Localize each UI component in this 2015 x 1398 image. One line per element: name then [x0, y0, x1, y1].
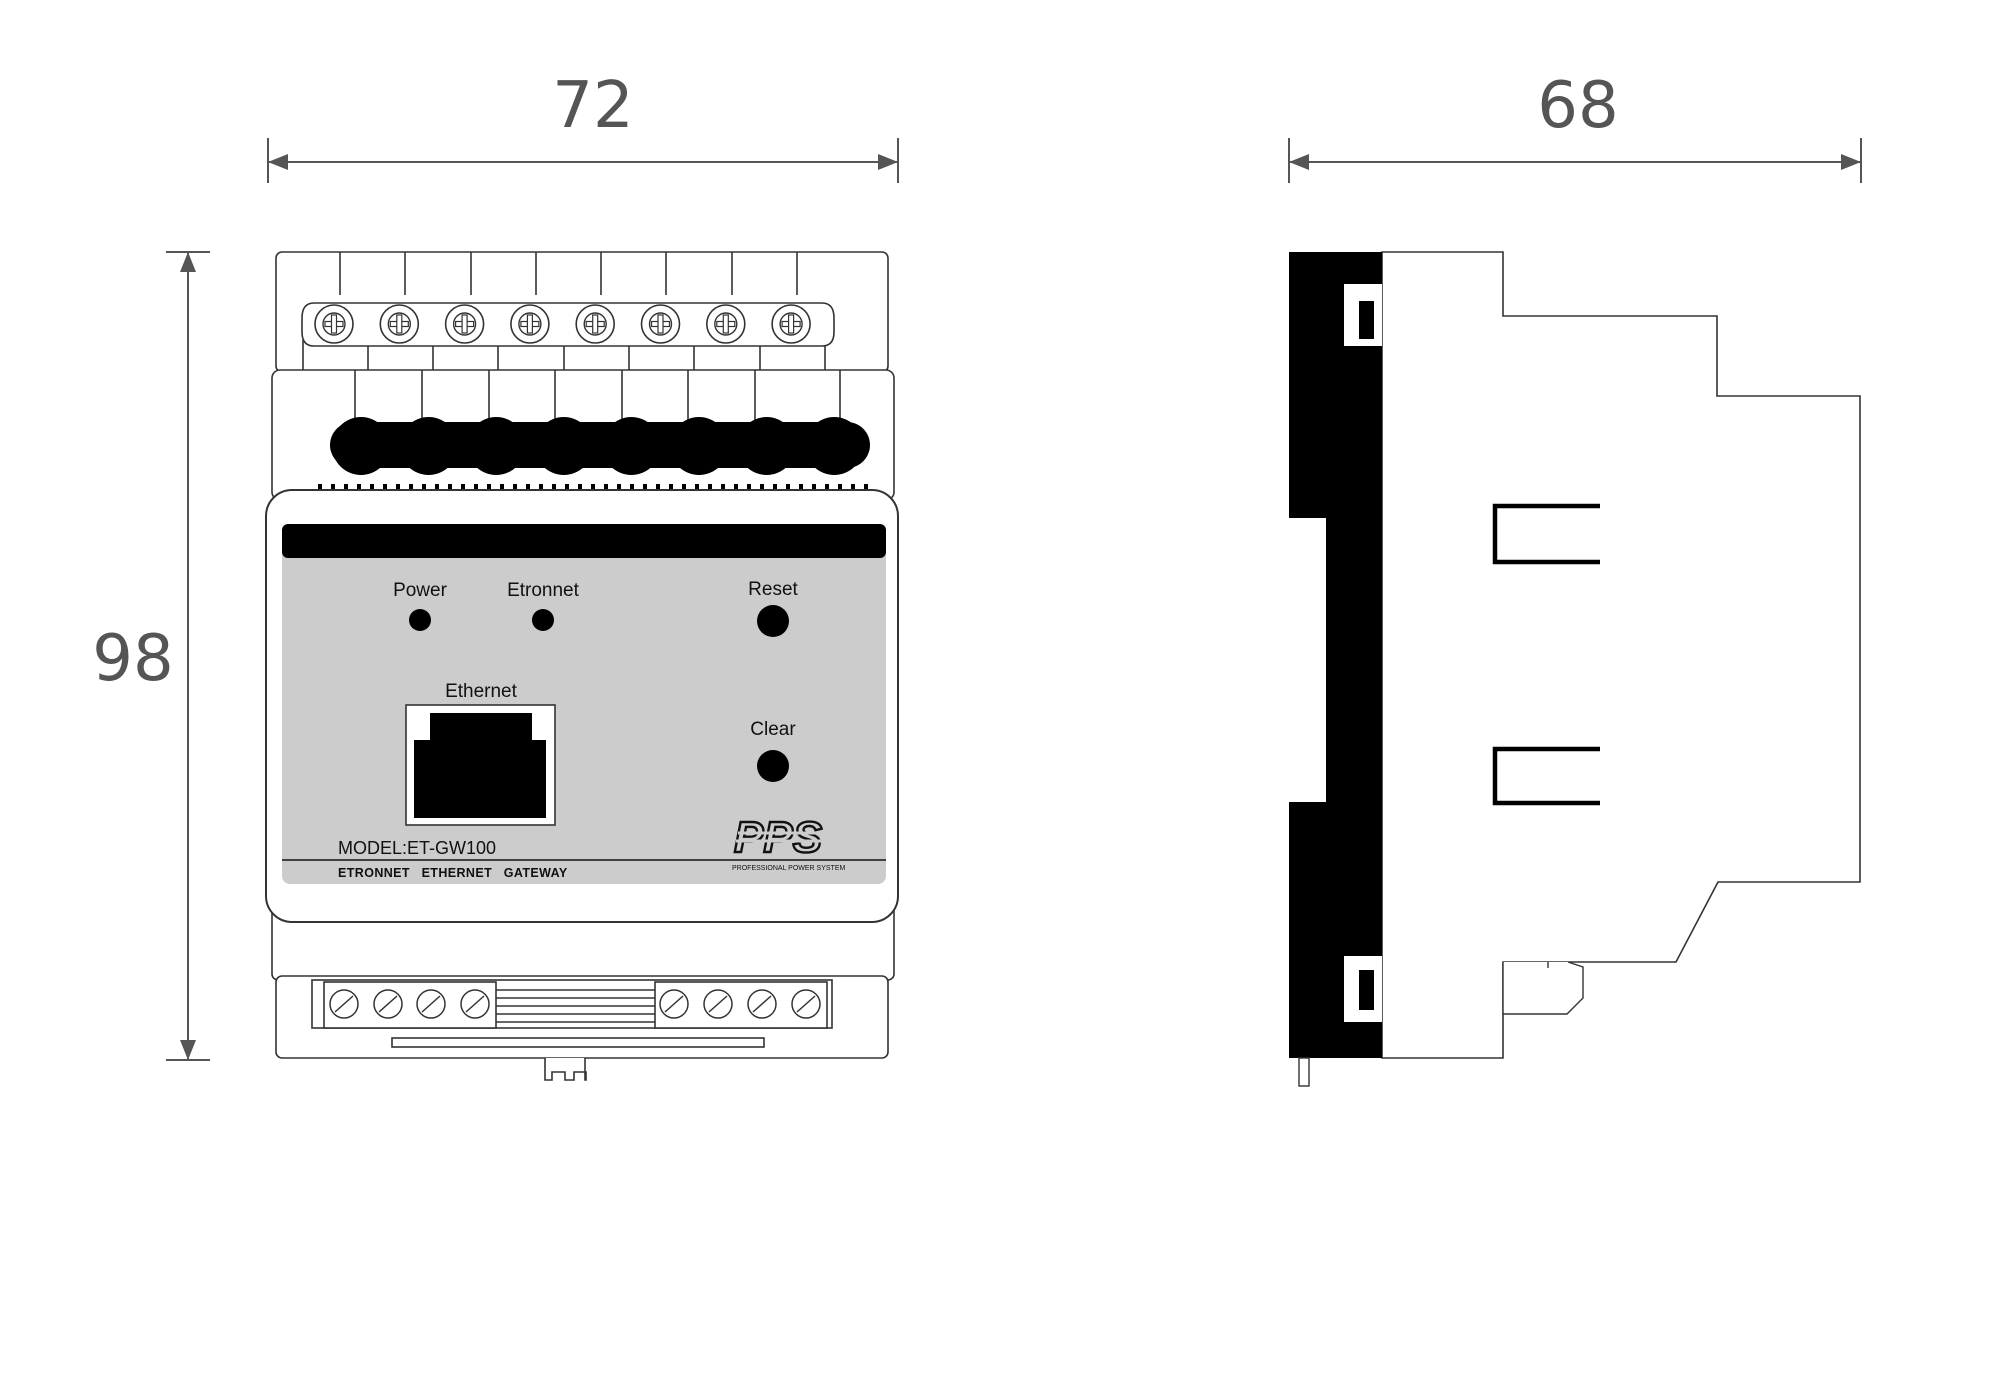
screw-icon [771, 304, 811, 344]
side-body-outline [1381, 251, 1861, 1059]
side-slot-lower [1492, 746, 1600, 806]
cable-clamp [670, 417, 728, 475]
screw-icon [747, 989, 777, 1019]
dimension-label-height: 98 [92, 622, 173, 696]
screw-icon [373, 989, 403, 1019]
power-led [409, 609, 431, 631]
dimension-depth-side: 68 [1288, 69, 1862, 183]
cable-clamp [399, 417, 458, 475]
side-terminal-cap [1502, 961, 1584, 1015]
cable-clamp [467, 417, 526, 475]
cable-clamps [332, 417, 864, 475]
bottom-terminal-lines [496, 989, 655, 1023]
screw-icon [460, 989, 490, 1019]
din-rail-slot [391, 1037, 765, 1048]
screw-icon [640, 304, 681, 344]
front-view [265, 251, 899, 1081]
side-slot-upper [1492, 503, 1600, 565]
side-view [1289, 251, 1861, 1087]
cable-clamp [805, 417, 864, 475]
screw-icon [659, 989, 689, 1019]
label-panel-header [282, 524, 886, 558]
dimension-width-front: 72 [267, 69, 899, 183]
etronnet-led [532, 609, 554, 631]
screw-icon [575, 304, 616, 344]
screw-icon [314, 304, 354, 344]
screw-icon [329, 989, 359, 1019]
product-subtitle: ETRONNET ETHERNET GATEWAY [338, 866, 568, 880]
screw-icon [510, 304, 550, 344]
top-screw-strip [301, 302, 835, 347]
screw-icon [444, 304, 485, 344]
reset-label: Reset [748, 579, 798, 600]
screw-icon [705, 304, 746, 344]
cable-clamp-bar [330, 422, 870, 468]
dimension-label-depth: 68 [1537, 69, 1618, 143]
model-label: MODEL:ET-GW100 [338, 838, 496, 858]
clear-label: Clear [750, 719, 796, 740]
side-latch-top-slot [1359, 301, 1374, 339]
screw-icon [791, 989, 821, 1019]
cable-clamp [737, 417, 796, 475]
power-label: Power [393, 580, 448, 601]
screw-icon [379, 304, 420, 344]
ethernet-socket [414, 713, 546, 818]
side-clip-tab [1298, 1057, 1310, 1087]
side-latch-bottom-slot [1359, 970, 1374, 1010]
front-panel-text: Power Etronnet Reset Clear Ethernet MODE… [338, 579, 848, 880]
cable-clamp [332, 417, 390, 475]
top-terminal-dividers [302, 252, 826, 372]
screw-icon [416, 989, 446, 1019]
ethernet-label: Ethernet [445, 681, 518, 702]
cable-clamp [602, 417, 661, 475]
bottom-screw-terminals [329, 989, 821, 1019]
dimension-label-width: 72 [552, 69, 633, 143]
cable-clamp [534, 417, 593, 475]
etronnet-label: Etronnet [507, 580, 580, 601]
din-clip [544, 1058, 587, 1081]
vent-dashes-top [318, 484, 868, 489]
brand-logo: PPS [734, 813, 822, 862]
clear-button[interactable] [757, 750, 789, 782]
dimension-height-front: 98 [92, 251, 210, 1061]
brand-tagline: PROFESSIONAL POWER SYSTEM [732, 865, 845, 872]
reset-button[interactable] [757, 605, 789, 637]
top-screw-terminals [314, 304, 811, 344]
screw-icon [703, 989, 733, 1019]
side-din-profile [1289, 252, 1382, 1058]
